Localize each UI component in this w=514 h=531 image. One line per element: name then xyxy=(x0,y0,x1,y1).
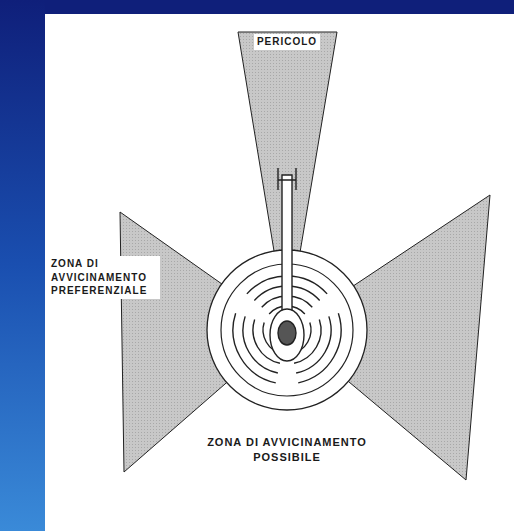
zone-label: ZONA DI AVVICINAMENTO PREFERENZIALE xyxy=(48,256,160,299)
rotor-arc xyxy=(298,313,341,383)
top-band xyxy=(0,0,514,14)
rotor-arc xyxy=(233,313,276,383)
zone-label: ZONA DI AVVICINAMENTO POSSIBILE xyxy=(170,434,405,466)
helicopter-symbol xyxy=(270,168,304,361)
side-band xyxy=(0,0,45,531)
zone-label: PERICOLO xyxy=(254,34,320,50)
